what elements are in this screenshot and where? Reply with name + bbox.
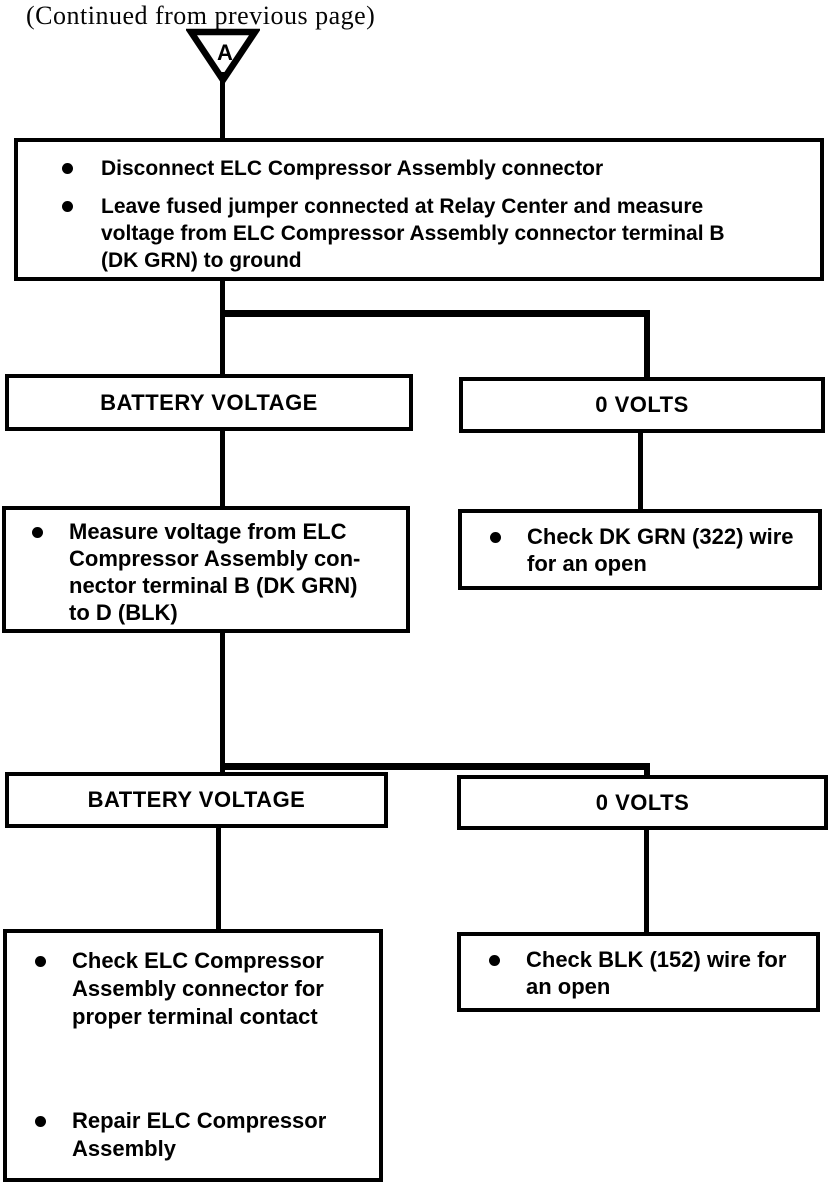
check-blk-box: Check BLK (152) wire for an open bbox=[457, 932, 820, 1012]
bullet-text: Measure voltage from ELC Compressor Asse… bbox=[69, 519, 361, 625]
result-label: BATTERY VOLTAGE bbox=[87, 787, 306, 812]
bullet-text: Repair ELC Compressor Assembly bbox=[72, 1108, 327, 1161]
bullet-text: Check ELC Compressor Assembly connector … bbox=[72, 948, 324, 1029]
connector-line bbox=[638, 431, 643, 513]
bullet-icon bbox=[35, 956, 46, 967]
connector-line bbox=[216, 826, 221, 931]
connector-line bbox=[644, 310, 650, 380]
bullet-icon bbox=[35, 1116, 46, 1127]
connector-line bbox=[644, 828, 649, 935]
connector-line bbox=[220, 631, 225, 774]
bullet-item: Disconnect ELC Compressor Assembly conne… bbox=[62, 155, 820, 182]
result-label: 0 VOLTS bbox=[595, 789, 690, 815]
result-label: BATTERY VOLTAGE bbox=[100, 389, 318, 415]
bullet-item: Measure voltage from ELC Compressor Asse… bbox=[32, 518, 406, 626]
connector-line bbox=[220, 763, 650, 770]
bullet-item: Check DK GRN (322) wire for an open bbox=[490, 523, 818, 577]
bullet-item: Check BLK (152) wire for an open bbox=[489, 946, 816, 1000]
zero-volts-box-2: 0 VOLTS bbox=[457, 775, 828, 830]
bullet-text: Leave fused jumper connected at Relay Ce… bbox=[101, 195, 725, 272]
connector-triangle-icon: A bbox=[186, 28, 260, 85]
zero-volts-box-1: 0 VOLTS bbox=[459, 377, 825, 433]
connector-line bbox=[220, 72, 225, 140]
bullet-icon bbox=[490, 532, 501, 543]
continued-from-label: (Continued from previous page) bbox=[26, 1, 376, 30]
bullet-item: Leave fused jumper connected at Relay Ce… bbox=[62, 193, 820, 274]
bullet-text: Check DK GRN (322) wire for an open bbox=[527, 524, 794, 576]
check-dk-grn-box: Check DK GRN (322) wire for an open bbox=[458, 509, 822, 590]
connector-line bbox=[644, 763, 650, 778]
check-compressor-box: Check ELC Compressor Assembly connector … bbox=[3, 929, 383, 1182]
connector-label: A bbox=[217, 40, 233, 65]
step1-box: Disconnect ELC Compressor Assembly conne… bbox=[14, 138, 824, 281]
connector-line bbox=[220, 279, 225, 377]
connector-line bbox=[220, 429, 225, 509]
measure-voltage-box: Measure voltage from ELC Compressor Asse… bbox=[2, 506, 410, 633]
bullet-item: Check ELC Compressor Assembly connector … bbox=[35, 947, 379, 1031]
connector-line bbox=[220, 310, 650, 317]
bullet-item: Repair ELC Compressor Assembly bbox=[35, 1107, 379, 1163]
bullet-icon bbox=[32, 527, 43, 538]
bullet-icon bbox=[489, 955, 500, 966]
bullet-text: Check BLK (152) wire for an open bbox=[526, 947, 787, 999]
bullet-text: Disconnect ELC Compressor Assembly conne… bbox=[101, 157, 604, 180]
bullet-icon bbox=[62, 163, 73, 174]
bullet-icon bbox=[62, 201, 73, 212]
triangle-outline bbox=[186, 28, 260, 85]
battery-voltage-box-2: BATTERY VOLTAGE bbox=[5, 772, 388, 828]
battery-voltage-box-1: BATTERY VOLTAGE bbox=[5, 374, 413, 431]
result-label: 0 VOLTS bbox=[595, 392, 689, 417]
